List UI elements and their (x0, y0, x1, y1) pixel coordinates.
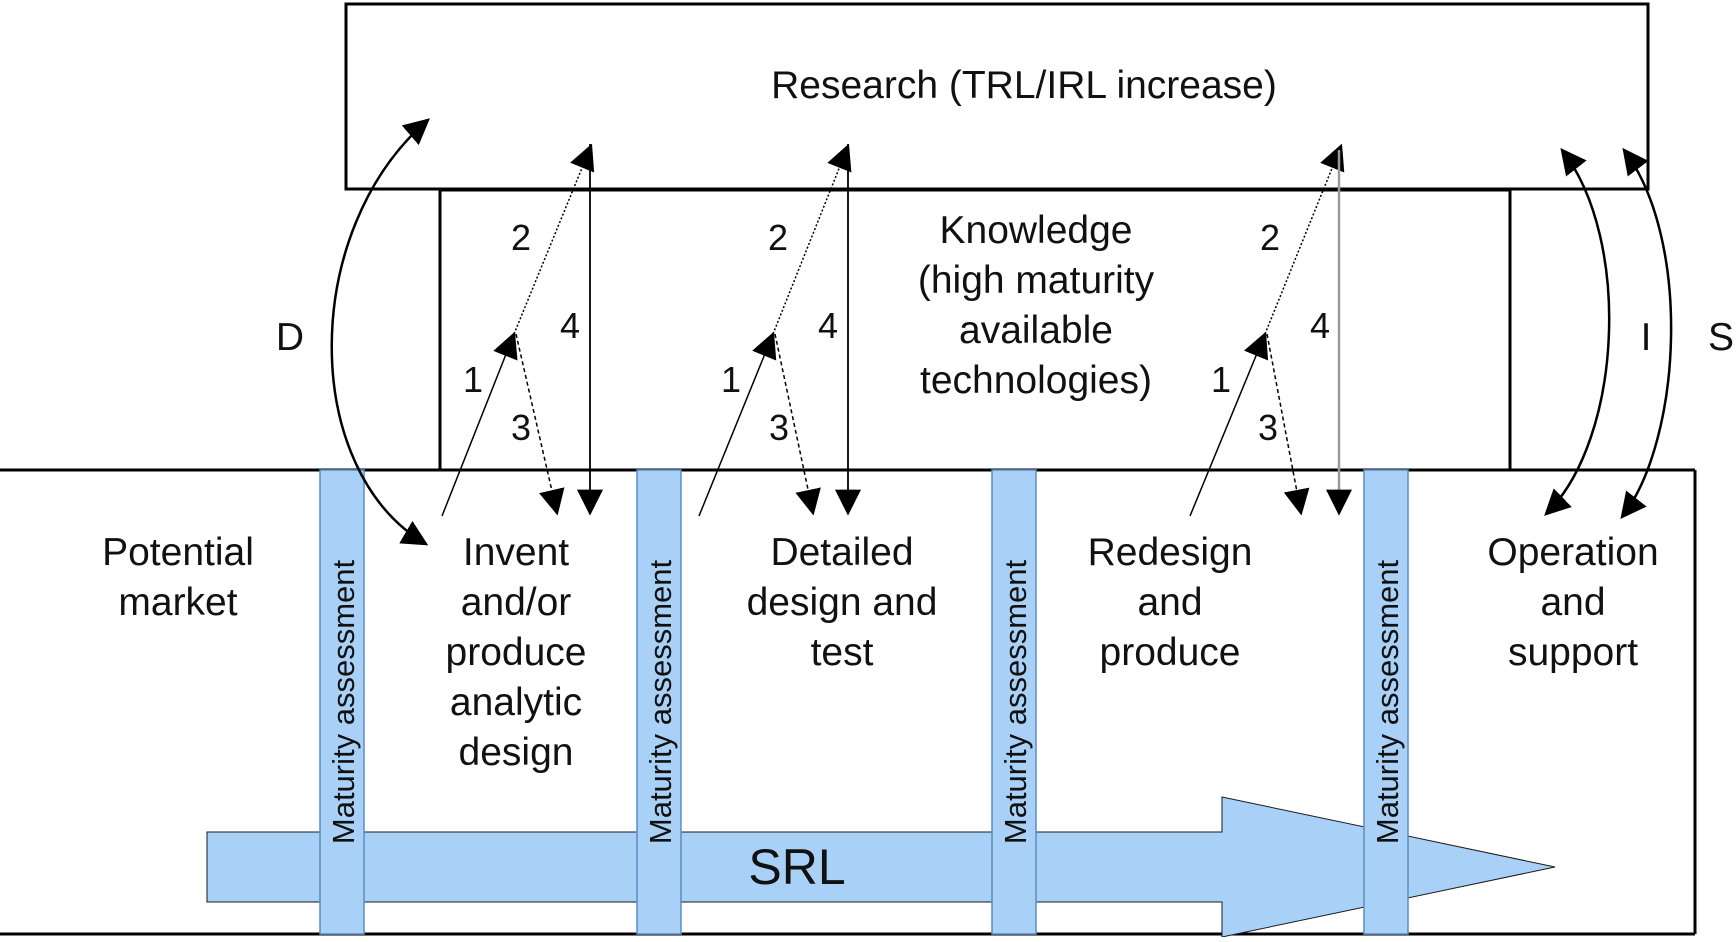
stage-line: and (1540, 581, 1605, 624)
maturity-label-2: Maturity assessment (643, 559, 678, 844)
step-num-3: 3 (511, 407, 531, 448)
stage-line: Invent (463, 531, 569, 574)
arrow-step-3 (515, 333, 565, 516)
step-num-2: 2 (511, 217, 531, 258)
curve-label-s: S (1708, 316, 1734, 359)
stage-line: Redesign (1088, 531, 1253, 574)
arrow-step-1 (698, 331, 777, 517)
maturity-bar-3: Maturity assessment (991, 469, 1037, 935)
step-num-1: 1 (463, 359, 483, 400)
srl-label: SRL (748, 839, 845, 895)
stage-line: test (811, 631, 874, 674)
stage-line: and/or (461, 581, 572, 624)
curve-label-i: I (1641, 316, 1652, 359)
knowledge-line-2: (high maturity (918, 259, 1155, 302)
stage-line: produce (1100, 631, 1241, 674)
arrow-group-2: 1 2 3 4 (698, 143, 861, 517)
curve-arrow-d (330, 118, 430, 546)
research-label: Research (TRL/IRL increase) (771, 64, 1277, 107)
knowledge-line-3: available (959, 309, 1113, 352)
stage-line: support (1508, 631, 1638, 674)
arrow-group-1: 1 2 3 4 (441, 143, 603, 517)
arrow-step-3 (1266, 333, 1310, 516)
step-num-2: 2 (1260, 217, 1280, 258)
curve-label-d: D (276, 316, 304, 359)
stage-line: and (1137, 581, 1202, 624)
arrow-step-2 (1264, 143, 1345, 335)
maturity-label-3: Maturity assessment (998, 559, 1033, 844)
maturity-bar-1: Maturity assessment (319, 469, 365, 935)
step-num-4: 4 (818, 305, 838, 346)
maturity-label-4: Maturity assessment (1370, 559, 1405, 844)
arrow-step-1 (441, 331, 518, 517)
curve-arrow-s (1620, 147, 1673, 520)
step-num-3: 3 (769, 407, 789, 448)
maturity-bar-2: Maturity assessment (636, 469, 682, 935)
maturity-label-1: Maturity assessment (326, 559, 361, 844)
stage-potential-market: Potential market (102, 531, 254, 624)
step-num-4: 4 (1310, 305, 1330, 346)
knowledge-label: Knowledge (high maturity available techn… (918, 209, 1155, 402)
stage-line: produce (446, 631, 587, 674)
step-num-2: 2 (768, 217, 788, 258)
curve-arrow-i (1544, 147, 1611, 516)
stage-line: design (459, 731, 574, 774)
arrow-step-2 (772, 143, 852, 335)
maturity-bar-4: Maturity assessment (1363, 469, 1409, 935)
knowledge-line-1: Knowledge (940, 209, 1133, 252)
stage-detailed-design: Detailed design and test (747, 531, 938, 674)
stage-line: Operation (1487, 531, 1658, 574)
stage-line: analytic (450, 681, 582, 724)
step-num-4: 4 (560, 305, 580, 346)
step-num-3: 3 (1258, 407, 1278, 448)
stage-line: market (118, 581, 237, 624)
arrow-step-2 (513, 143, 595, 335)
step-num-1: 1 (721, 359, 741, 400)
arrow-group-3: 1 2 3 4 (1189, 143, 1352, 517)
stage-operation-support: Operation and support (1487, 531, 1658, 674)
step-num-1: 1 (1211, 359, 1231, 400)
arrow-step-3 (774, 333, 821, 516)
knowledge-line-4: technologies) (920, 359, 1152, 402)
srl-arrow (206, 796, 1556, 938)
stage-line: Detailed (770, 531, 913, 574)
stage-line: Potential (102, 531, 254, 574)
research-box (344, 2, 1650, 191)
knowledge-box (438, 188, 1512, 472)
stage-invent-produce: Invent and/or produce analytic design (446, 531, 587, 774)
arrow-step-1 (1189, 331, 1269, 517)
stage-line: design and (747, 581, 938, 624)
stage-redesign-produce: Redesign and produce (1088, 531, 1253, 674)
